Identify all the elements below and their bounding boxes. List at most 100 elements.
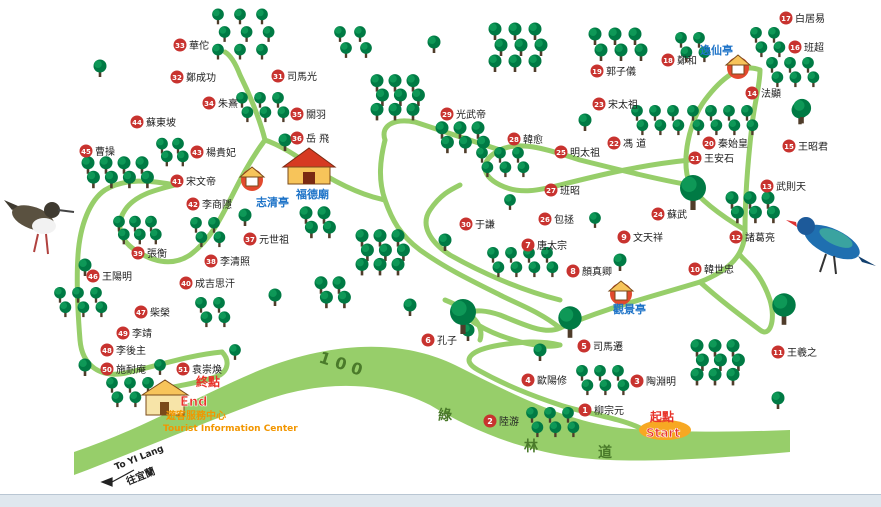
marker-number: 50 xyxy=(102,366,112,374)
tree-icon xyxy=(528,261,541,278)
marker-number: 31 xyxy=(273,73,283,81)
marker-number: 3 xyxy=(634,377,640,386)
marker-badge xyxy=(544,183,558,197)
tree-icon xyxy=(453,121,467,139)
marker-name: 法顯 xyxy=(761,87,781,100)
tree-icon xyxy=(533,343,547,361)
marker-badge xyxy=(577,339,591,353)
tree-icon xyxy=(549,421,562,438)
marker-badge xyxy=(421,333,435,347)
tree-icon xyxy=(360,42,372,58)
marker-name: 鄭成功 xyxy=(186,71,216,84)
marker-badge xyxy=(788,40,802,54)
tree-icon xyxy=(541,246,553,263)
tree-icon xyxy=(337,290,351,309)
marker-name: 李清照 xyxy=(220,255,250,268)
direction-chinese: 往宜蘭 xyxy=(124,464,157,487)
marker-number: 8 xyxy=(570,267,576,276)
tree-icon xyxy=(113,215,125,232)
tree-icon xyxy=(743,191,757,209)
tree-icon xyxy=(299,206,313,224)
tree-icon xyxy=(504,194,516,210)
marker-badge xyxy=(782,139,796,153)
marker-name: 王昭君 xyxy=(798,141,828,153)
tree-icon xyxy=(510,261,523,278)
tree-icon xyxy=(494,146,506,163)
marker-badge xyxy=(592,97,606,111)
tree-icon xyxy=(256,43,268,60)
tree-icon xyxy=(440,135,454,154)
pavilion: 逸仙亭 xyxy=(700,43,752,79)
tree-icon xyxy=(599,379,612,396)
tree-icon xyxy=(708,367,722,386)
tree-icon xyxy=(581,379,594,396)
tree-icon xyxy=(578,113,592,131)
tree-icon xyxy=(654,119,667,136)
tree-icon xyxy=(771,391,785,409)
marker-8: 8 顏真卿 xyxy=(566,264,612,278)
pavilion: 志清亭 xyxy=(238,166,289,209)
tree-icon xyxy=(388,102,402,121)
bird-left-icon xyxy=(4,200,75,255)
tree-icon xyxy=(172,137,184,154)
tree-icon xyxy=(726,339,740,357)
tree-icon xyxy=(766,205,780,224)
tree-icon xyxy=(772,293,796,325)
tree-icon xyxy=(807,71,820,88)
marker-badge xyxy=(131,246,145,260)
tree-icon xyxy=(499,161,512,178)
marker-number: 12 xyxy=(731,234,741,242)
marker-name: 元世祖 xyxy=(259,233,289,246)
marker-number: 33 xyxy=(175,42,185,50)
marker-number: 5 xyxy=(581,342,587,351)
marker-name: 顏真卿 xyxy=(582,265,612,278)
tree-icon xyxy=(332,276,346,294)
marker-number: 9 xyxy=(621,233,627,242)
tree-icon xyxy=(396,243,410,261)
marker-badge xyxy=(729,230,743,244)
tree-icon xyxy=(370,102,384,121)
marker-9: 9 文天祥 xyxy=(617,230,663,244)
tree-icon xyxy=(672,119,685,136)
marker-badge xyxy=(578,403,592,417)
marker-number: 39 xyxy=(133,250,143,258)
tree-icon xyxy=(388,74,402,92)
tree-icon xyxy=(117,228,130,245)
tree-icon xyxy=(86,170,100,189)
marker-name: 文天祥 xyxy=(633,231,663,244)
marker-number: 40 xyxy=(181,280,191,288)
tree-icon xyxy=(567,421,580,438)
marker-name: 韓愈 xyxy=(523,133,543,146)
marker-badge xyxy=(779,11,793,25)
tree-icon xyxy=(378,243,392,261)
marker-badge xyxy=(617,230,631,244)
marker-badge xyxy=(651,207,665,221)
marker-badge xyxy=(290,107,304,121)
tree-icon xyxy=(761,191,775,209)
tree-icon xyxy=(142,376,154,393)
tree-icon xyxy=(528,22,542,40)
marker-name: 包拯 xyxy=(554,213,574,226)
marker-badge xyxy=(170,174,184,188)
marker-number: 44 xyxy=(132,119,142,127)
marker-name: 曹操 xyxy=(95,145,115,158)
start-english: Start xyxy=(646,426,680,440)
